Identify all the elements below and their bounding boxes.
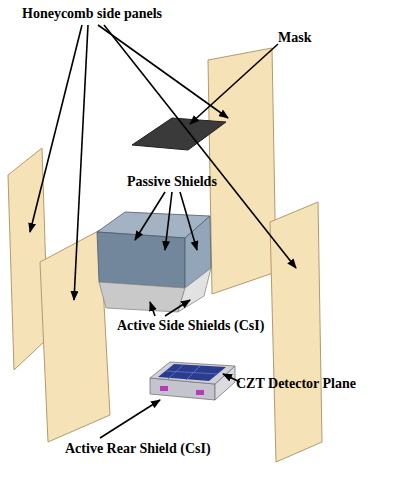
coded-mask bbox=[132, 118, 226, 150]
detector-label: CZT Detector Plane bbox=[236, 376, 356, 392]
shield-label: Active Rear Shield (CsI) bbox=[65, 441, 211, 457]
passive-shields bbox=[97, 212, 211, 288]
shield-label: Active Side Shields (CsI) bbox=[117, 318, 264, 334]
shield-label: Passive Shields bbox=[127, 174, 217, 190]
panel-label: Honeycomb side panels bbox=[22, 6, 162, 22]
detector-assembly bbox=[150, 362, 235, 400]
honeycomb-panels bbox=[8, 48, 322, 462]
active-side-shields bbox=[99, 268, 211, 312]
mask-label: Mask bbox=[278, 30, 311, 46]
